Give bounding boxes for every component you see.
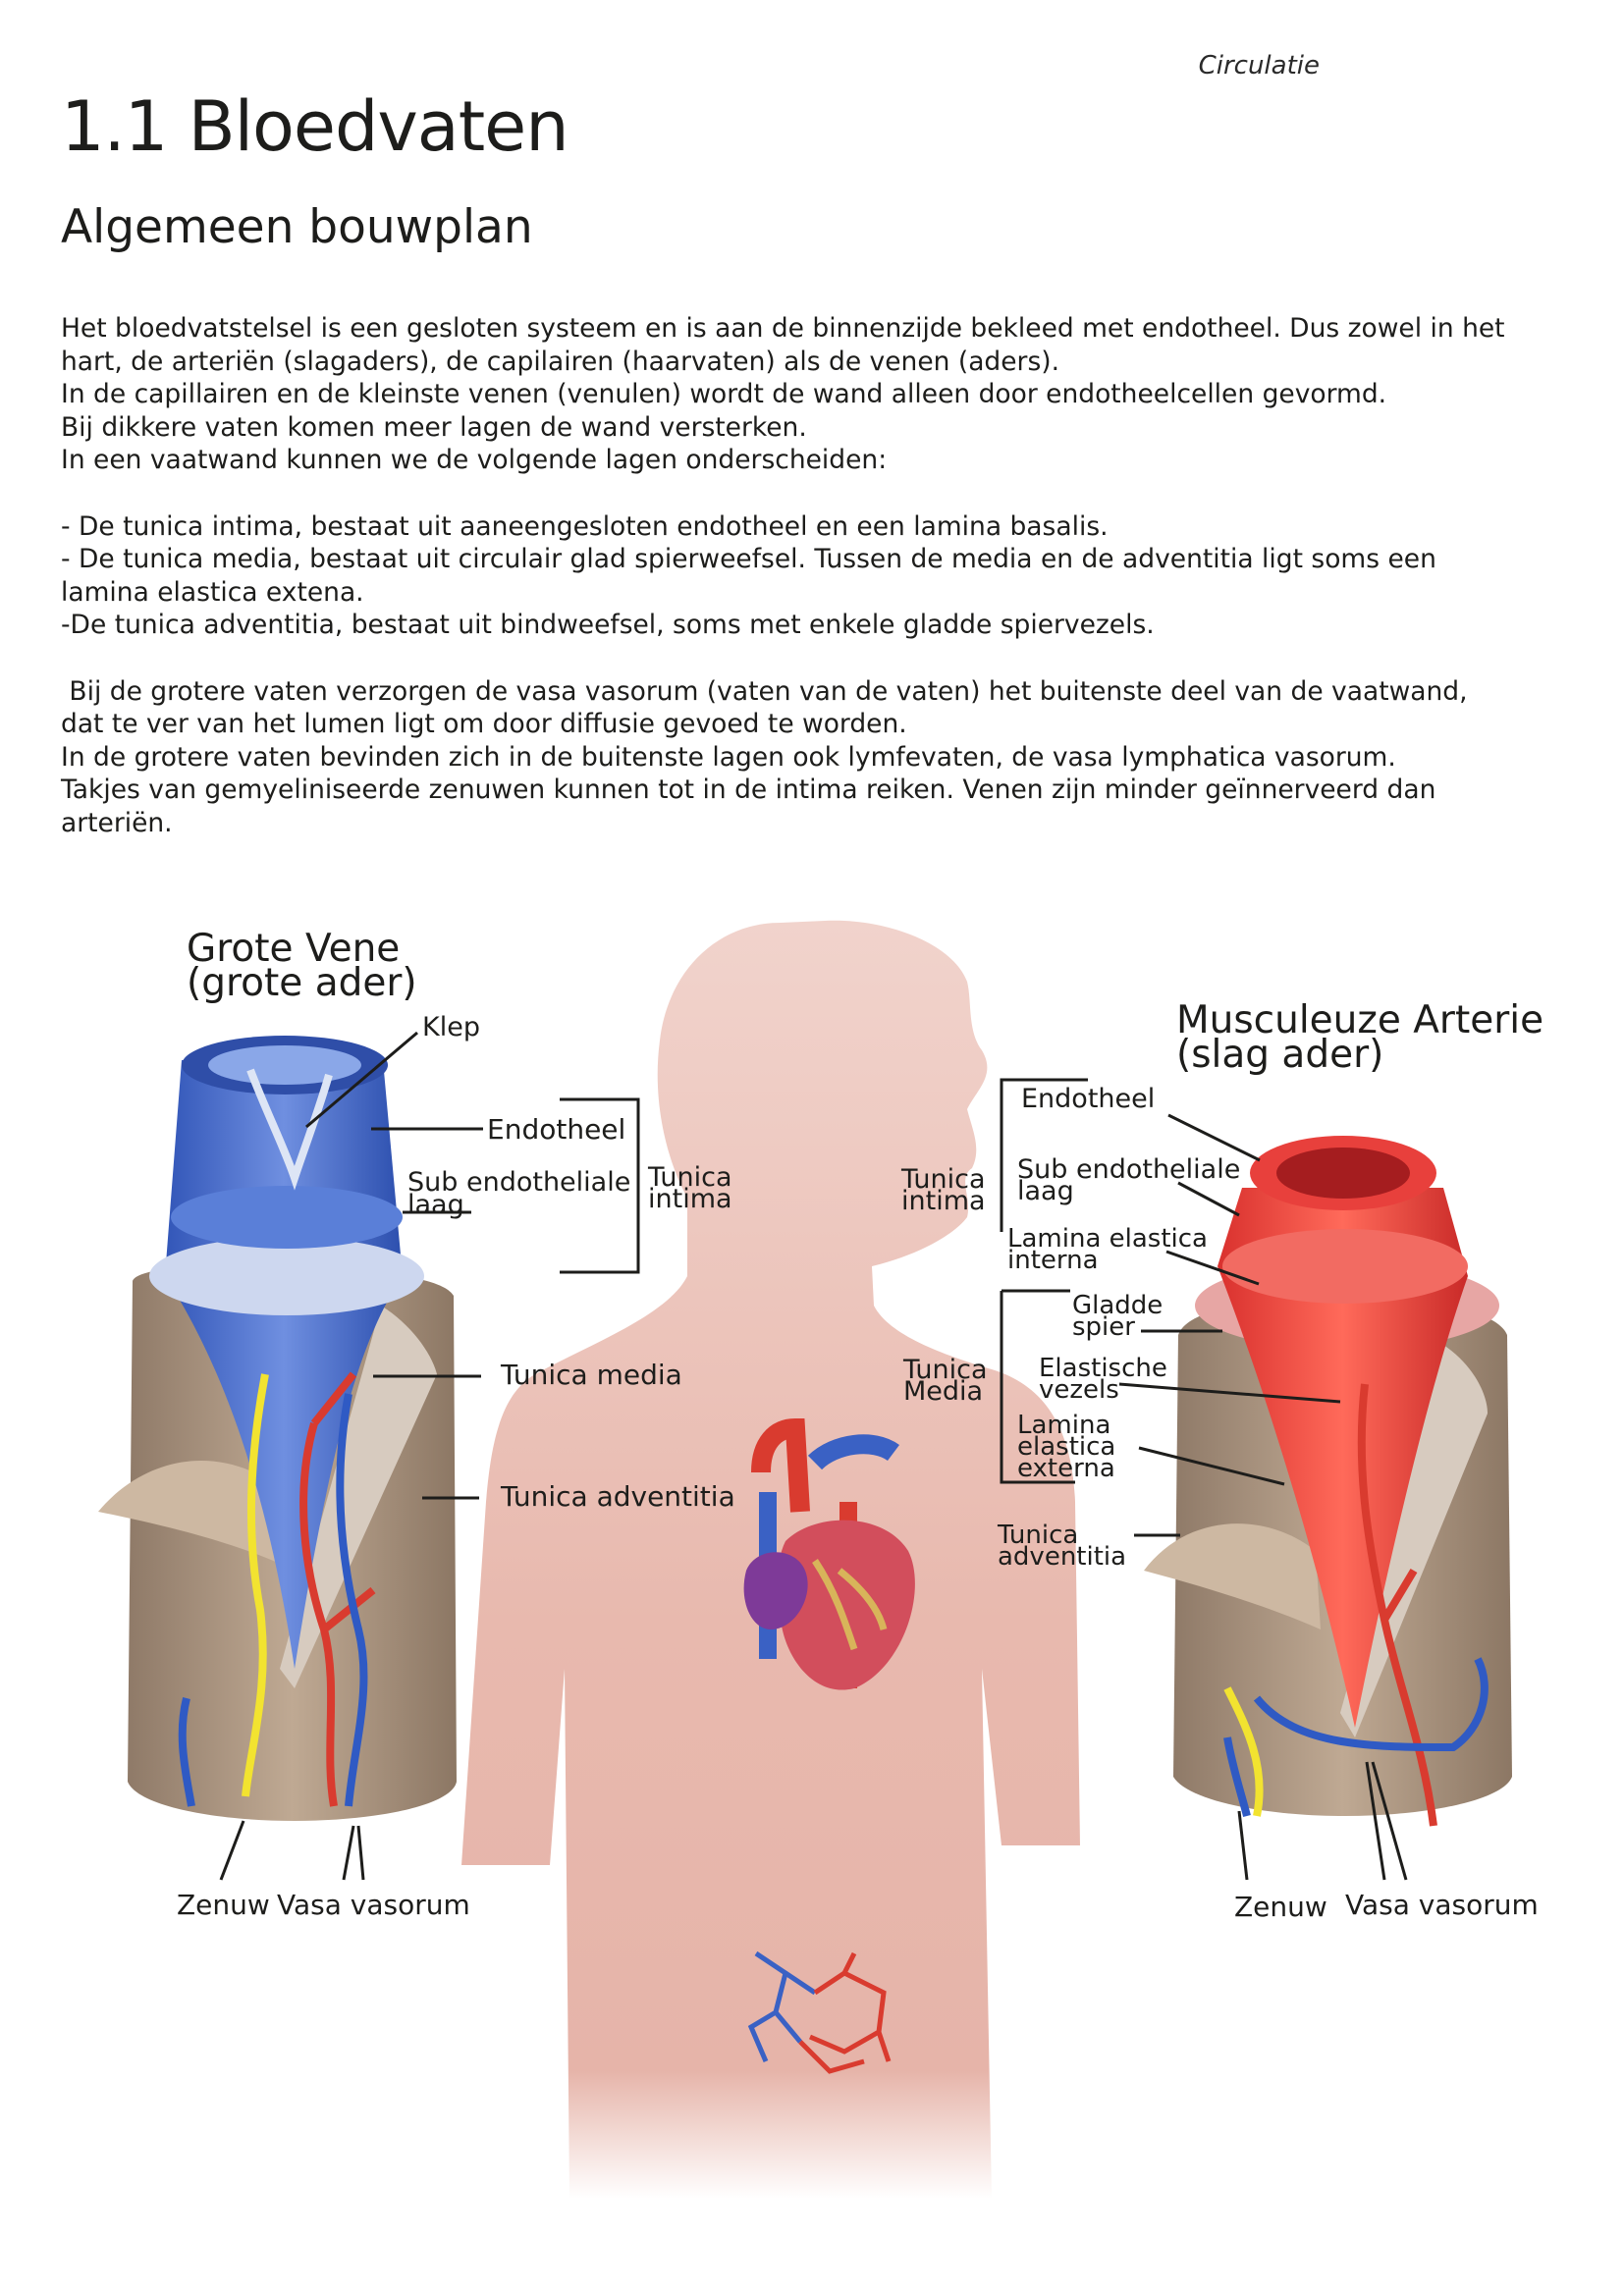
- label-tunica-adventitia: Tunica adventitia: [500, 1480, 735, 1513]
- label-vasa-vasorum: Vasa vasorum: [1345, 1889, 1539, 1921]
- body-text: Het bloedvatstelsel is een gesloten syst…: [61, 312, 1593, 840]
- label-tunica-adventitia-2: adventitia: [998, 1542, 1126, 1572]
- paragraph-line: -De tunica adventitia, bestaat uit bindw…: [61, 610, 1155, 641]
- paragraph-line: In de capillairen en de kleinste venen (…: [61, 379, 1387, 410]
- paragraph-line: lamina elastica extena.: [61, 576, 364, 608]
- paragraph-line: Bij de grotere vaten verzorgen de vasa v…: [61, 675, 1468, 707]
- label-tunica-intima-2: intima: [901, 1186, 986, 1216]
- label-tunica-intima: Tunica: [647, 1162, 732, 1193]
- capillary-network-illustration: [747, 1950, 892, 2074]
- muscular-artery-illustration: [1144, 1136, 1512, 1827]
- label-endotheel: Endotheel: [487, 1113, 625, 1146]
- label-tunica-intima-2: intima: [648, 1184, 732, 1214]
- label-zenuw: Zenuw: [1234, 1891, 1327, 1923]
- label-lamina-elastica-externa-3: externa: [1017, 1454, 1115, 1483]
- page-subtitle: Algemeen bouwplan: [61, 200, 533, 254]
- label-lamina-elastica-externa-2: elastica: [1017, 1432, 1115, 1462]
- label-tunica-adventitia: Tunica: [997, 1521, 1078, 1550]
- artery-title: Musculeuze Arterie: [1176, 998, 1543, 1042]
- label-elastische-vezels-2: vezels: [1039, 1375, 1119, 1405]
- paragraph-line: Het bloedvatstelsel is een gesloten syst…: [61, 313, 1505, 344]
- page-title: 1.1 Bloedvaten: [61, 86, 569, 167]
- label-klep: Klep: [422, 1012, 480, 1042]
- label-gladde-spier: Gladde: [1072, 1291, 1163, 1320]
- label-lamina-elastica-interna: Lamina elastica: [1007, 1224, 1208, 1254]
- vein-title: Grote Vene: [187, 927, 400, 971]
- label-lamina-elastica-interna-2: interna: [1007, 1246, 1099, 1275]
- paragraph-line: Bij dikkere vaten komen meer lagen de wa…: [61, 411, 807, 443]
- label-tunica-media: Tunica: [902, 1355, 988, 1385]
- artery-subtitle: (slag ader): [1176, 1033, 1383, 1077]
- paragraph-line: hart, de arteriën (slagaders), de capila…: [61, 346, 1060, 377]
- label-laag: laag: [407, 1190, 464, 1220]
- label-gladde-spier-2: spier: [1072, 1312, 1135, 1342]
- paragraph-line: arteriën.: [61, 807, 173, 838]
- header-section-label: Circulatie: [1198, 51, 1320, 80]
- paragraph-line: Takjes van gemyeliniseerde zenuwen kunne…: [61, 774, 1436, 806]
- label-elastische-vezels: Elastische: [1039, 1354, 1167, 1383]
- label-sub-endotheliale: Sub endotheliale: [1017, 1154, 1240, 1185]
- large-vein-illustration: [98, 1036, 457, 1821]
- label-tunica-media-2: Media: [903, 1376, 983, 1407]
- paragraph-line: dat te ver van het lumen ligt om door di…: [61, 709, 907, 740]
- paragraph-line: - De tunica intima, bestaat uit aaneenge…: [61, 510, 1109, 542]
- label-lamina-elastica-externa: Lamina: [1017, 1411, 1110, 1440]
- paragraph-line: In een vaatwand kunnen we de volgende la…: [61, 445, 888, 476]
- paragraph-line: In de grotere vaten bevinden zich in de …: [61, 741, 1396, 773]
- label-zenuw: Zenuw: [177, 1889, 270, 1921]
- label-sub-endotheliale: Sub endotheliale: [407, 1167, 630, 1198]
- vein-leader-lines: [219, 1031, 640, 1881]
- vein-subtitle: (grote ader): [187, 961, 417, 1005]
- artery-leader-lines: [1000, 1078, 1408, 1881]
- label-laag: laag: [1017, 1176, 1074, 1206]
- label-vasa-vasorum: Vasa vasorum: [277, 1889, 470, 1921]
- label-endotheel: Endotheel: [1021, 1084, 1155, 1114]
- label-tunica-media: Tunica media: [500, 1359, 682, 1391]
- paragraph-line: - De tunica media, bestaat uit circulair…: [61, 544, 1436, 575]
- label-tunica-intima: Tunica: [900, 1164, 986, 1195]
- heart-illustration: [743, 1417, 915, 1690]
